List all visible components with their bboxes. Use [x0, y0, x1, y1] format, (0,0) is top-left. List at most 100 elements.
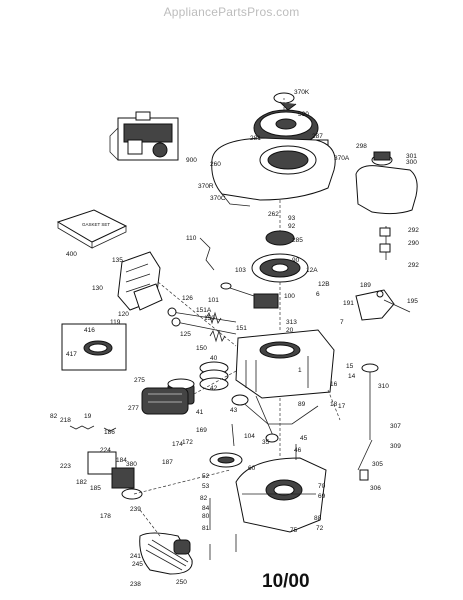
part-number-label: 40	[210, 355, 218, 362]
part-number-label: 238	[130, 581, 141, 588]
part-number-label: 239	[130, 506, 141, 513]
gasket-set: GASKET SET	[56, 209, 128, 249]
part-number-label: 370C	[210, 195, 226, 202]
part-number-label: 130	[92, 285, 103, 292]
part-number-label: 172	[182, 439, 193, 446]
part-number-label: 119	[110, 319, 121, 326]
part-number-label: 417	[66, 351, 77, 358]
part-number-label: 100	[284, 293, 295, 300]
part-number-label: 390	[298, 111, 309, 118]
muffler	[141, 387, 189, 415]
ignition-module	[220, 282, 279, 309]
part-number-label: 35	[262, 439, 270, 446]
part-number-label: 52	[202, 473, 210, 480]
part-number-label: 104	[244, 433, 255, 440]
fuel-tank	[355, 151, 418, 260]
part-number-label: 370A	[334, 155, 350, 162]
carburetor	[69, 425, 143, 500]
part-number-label: 126	[182, 295, 193, 302]
part-number-label: 169	[196, 427, 207, 434]
blower-housing	[211, 137, 336, 207]
part-number-label: 92	[288, 223, 296, 230]
part-number-label: 186	[104, 429, 115, 436]
crankshaft	[231, 394, 319, 443]
engine-thumbnail	[109, 111, 179, 161]
part-number-label: 150	[196, 345, 207, 352]
part-number-label: 178	[100, 513, 111, 520]
part-number-label: 191	[343, 300, 354, 307]
part-number-label: 125	[180, 331, 191, 338]
part-number-label: 185	[90, 485, 101, 492]
part-number-label: 218	[60, 417, 71, 424]
part-number-label: 53	[202, 483, 210, 490]
part-number-label: 7	[340, 319, 344, 326]
part-number-label: 416	[84, 327, 95, 334]
part-number-label: 275	[134, 377, 145, 384]
part-number-label: 184	[116, 457, 127, 464]
part-number-label: 18	[330, 401, 338, 408]
part-number-label: 12A	[306, 267, 318, 274]
part-number-label: 290	[408, 240, 419, 247]
cylinder-head	[117, 251, 163, 311]
part-number-label: 88	[314, 515, 322, 522]
air-cleaner	[139, 532, 193, 575]
part-number-label: 307	[390, 423, 401, 430]
part-number-label: 14	[348, 373, 356, 380]
part-number-label: 41	[196, 409, 204, 416]
part-number-label: 84	[202, 505, 210, 512]
valves-and-springs	[167, 307, 237, 343]
part-number-label: 81	[202, 525, 210, 532]
part-number-label: 120	[118, 311, 129, 318]
part-number-label: 174	[172, 441, 183, 448]
wire	[199, 237, 215, 271]
part-number-label: 43	[230, 407, 238, 414]
part-number-label: 75	[290, 527, 298, 534]
part-number-label: 20	[286, 327, 294, 334]
governor-bracket	[355, 289, 411, 321]
part-number-label: 90	[292, 257, 300, 264]
part-number-label: 135	[112, 257, 123, 264]
date-code: 10/00	[262, 571, 310, 592]
part-number-label: 6	[316, 291, 320, 298]
part-number-label: 151	[236, 325, 247, 332]
part-number-label: 82	[50, 413, 58, 420]
part-number-label: 150	[204, 315, 215, 322]
part-number-label: 46	[294, 447, 302, 454]
part-number-label: 17	[338, 403, 346, 410]
part-number-label: 900	[186, 157, 197, 164]
part-number-label: 305	[372, 461, 383, 468]
part-number-label: 80	[202, 513, 210, 520]
part-number-label: 223	[60, 463, 71, 470]
engine-block	[235, 329, 335, 399]
gasket-set-label: GASKET SET	[82, 222, 110, 227]
part-number-label: 101	[208, 297, 219, 304]
part-number-label: 182	[76, 479, 87, 486]
part-number-label: 93	[288, 215, 296, 222]
sump	[235, 457, 327, 533]
part-number-label: 292	[408, 227, 419, 234]
part-number-label: 89	[298, 401, 306, 408]
part-number-label: 306	[370, 485, 381, 492]
part-number-label: 310	[378, 383, 389, 390]
part-number-label: 309	[390, 443, 401, 450]
part-number-label: 195	[407, 298, 418, 305]
part-number-label: 224	[100, 447, 111, 454]
part-number-label: 370K	[294, 89, 310, 96]
bolts	[209, 444, 297, 560]
part-number-label: 189	[360, 282, 371, 289]
part-number-label: 292	[408, 262, 419, 269]
part-number-label: 370R	[198, 183, 214, 190]
part-number-label: 300	[406, 159, 417, 166]
part-number-label: 45	[300, 435, 308, 442]
part-number-label: 298	[356, 143, 367, 150]
part-number-label: 69	[318, 493, 326, 500]
part-number-label: 16	[330, 381, 338, 388]
part-number-label: 281	[250, 135, 261, 142]
part-number-label: 380	[126, 461, 137, 468]
assembly-lines	[133, 98, 341, 537]
part-number-label: 70	[318, 483, 326, 490]
part-number-label: 287	[312, 133, 323, 140]
